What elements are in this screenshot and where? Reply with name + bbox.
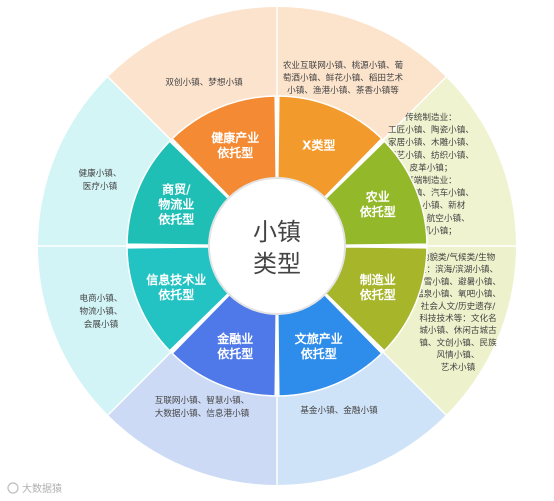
outer-label-finance: 基金小镇、金融小镇 <box>300 404 378 416</box>
outer-divider <box>107 351 172 416</box>
outer-label-line: 物流小镇、 <box>80 305 123 317</box>
outer-label-line: 地貌类/气候类/生物 <box>421 251 496 263</box>
outer-ring-dividers <box>38 7 516 485</box>
outer-label-it: 互联网小镇、智慧小镇、大数据小镇、信息港小镇 <box>155 394 250 419</box>
outer-label-culture: 地貌类/气候类/生物类：滨海/滨湖小镇、滑雪小镇、避暑小镇、温泉小镇、氧吧小镇、… <box>415 251 501 373</box>
outer-label-line: 互联网小镇、智慧小镇、 <box>155 394 250 406</box>
outer-label-line: 温泉小镇、氧吧小镇、 <box>415 288 501 300</box>
watermark-logo-icon <box>7 482 19 494</box>
outer-label-line: 基金小镇、金融小镇 <box>300 404 378 416</box>
inner-label-x: X类型 <box>302 137 335 152</box>
inner-label-line: 制造业 <box>360 272 396 287</box>
outer-label-line: 类：滨海/滨湖小镇、 <box>418 263 498 275</box>
outer-label-line: 会展小镇 <box>84 318 119 330</box>
outer-label-line: 城小镇、休闲古城古 <box>419 324 497 336</box>
outer-divider <box>382 76 447 141</box>
inner-label-culture: 文旅产业依托型 <box>295 331 343 361</box>
watermark-text: 大数据猿 <box>22 482 62 495</box>
inner-label-line: 农业 <box>365 189 390 204</box>
outer-label-line: 健康小镇、 <box>79 167 122 179</box>
inner-label-line: 依托型 <box>217 145 253 160</box>
inner-label-line: 依托型 <box>158 211 194 226</box>
outer-label-line: 高端制造业： <box>405 174 457 186</box>
inner-label-agri: 农业依托型 <box>360 189 396 219</box>
outer-label-line: 皮革小镇； <box>410 161 453 173</box>
inner-label-mfg: 制造业依托型 <box>360 272 396 302</box>
outer-label-line: 医疗小镇 <box>83 180 118 192</box>
outer-label-line: 风情小镇、 <box>437 349 480 361</box>
outer-sector-culture <box>277 352 446 485</box>
outer-label-line: 社会人文/历史遗存/ <box>421 300 496 312</box>
outer-label-line: 大数据小镇、信息港小镇 <box>155 407 250 419</box>
inner-label-line: X类型 <box>302 137 335 152</box>
outer-label-line: 双创小镇、梦想小镇 <box>165 76 243 88</box>
inner-label-line: 依托型 <box>360 204 396 219</box>
inner-label-line: 信息技术业 <box>146 272 206 287</box>
outer-label-line: 镇、文创小镇、民族 <box>419 336 497 348</box>
inner-label-line: 健康产业 <box>211 130 259 145</box>
outer-label-line: 工匠小镇、陶瓷小镇、 <box>388 124 474 136</box>
outer-divider <box>107 76 172 141</box>
outer-label-trade: 电商小镇、物流小镇、会展小镇 <box>80 292 123 330</box>
outer-label-line: 小镇、渔港小镇、茶香小镇等 <box>287 84 399 96</box>
outer-label-line: 家居小镇、木雕小镇、 <box>388 136 474 148</box>
inner-label-it: 信息技术业依托型 <box>146 272 206 302</box>
watermark: 大数据猿 <box>7 482 62 495</box>
outer-sector-trade <box>38 77 171 246</box>
outer-sector-mfg <box>383 246 516 415</box>
inner-label-health: 健康产业依托型 <box>211 130 259 160</box>
outer-label-line: 萄酒小镇、鲜花小镇、稻田艺术 <box>283 72 404 84</box>
center-circle <box>208 177 346 315</box>
inner-ring <box>126 95 428 397</box>
outer-sector-health <box>108 7 277 140</box>
outer-sector-finance <box>108 352 277 485</box>
inner-label-trade: 商贸/物流业依托型 <box>158 181 194 226</box>
inner-label-line: 物流业 <box>158 196 194 211</box>
outer-label-line: 工艺小镇、纺织小镇、 <box>388 149 474 161</box>
inner-label-line: 金融业 <box>216 331 253 346</box>
inner-label-line: 依托型 <box>360 287 396 302</box>
outer-label-line: 农业互联网小镇、桃源小镇、葡 <box>283 59 404 71</box>
inner-ring-texts: X类型农业依托型制造业依托型文旅产业依托型金融业依托型信息技术业依托型商贸/物流… <box>146 130 395 361</box>
outer-label-x: 双创小镇、梦想小镇 <box>165 76 243 88</box>
outer-label-line: 电商小镇、 <box>80 292 123 304</box>
outer-label-agri: 农业互联网小镇、桃源小镇、葡萄酒小镇、鲜花小镇、稻田艺术小镇、渔港小镇、茶香小镇… <box>283 59 404 96</box>
outer-label-line: 科技技术等：文化名 <box>419 312 496 324</box>
inner-label-line: 商贸/ <box>162 181 191 196</box>
outer-sector-it <box>38 246 171 415</box>
outer-divider <box>382 351 447 416</box>
outer-sector-x <box>277 7 446 140</box>
outer-ring <box>38 7 516 485</box>
inner-label-line: 依托型 <box>217 346 253 361</box>
center-title-line2: 类型 <box>253 250 301 278</box>
inner-label-line: 依托型 <box>158 287 194 302</box>
inner-label-finance: 金融业依托型 <box>216 331 253 361</box>
outer-label-health: 健康小镇、医疗小镇 <box>79 167 122 192</box>
center-title-line1: 小镇 <box>253 218 301 246</box>
inner-label-line: 依托型 <box>301 346 337 361</box>
outer-label-line: 传统制造业： <box>405 111 457 123</box>
outer-label-line: 滑雪小镇、避暑小镇、 <box>415 275 501 287</box>
outer-sector-agri <box>383 77 516 246</box>
outer-label-line: 艺术小镇 <box>441 361 476 373</box>
inner-label-line: 文旅产业 <box>295 331 343 346</box>
